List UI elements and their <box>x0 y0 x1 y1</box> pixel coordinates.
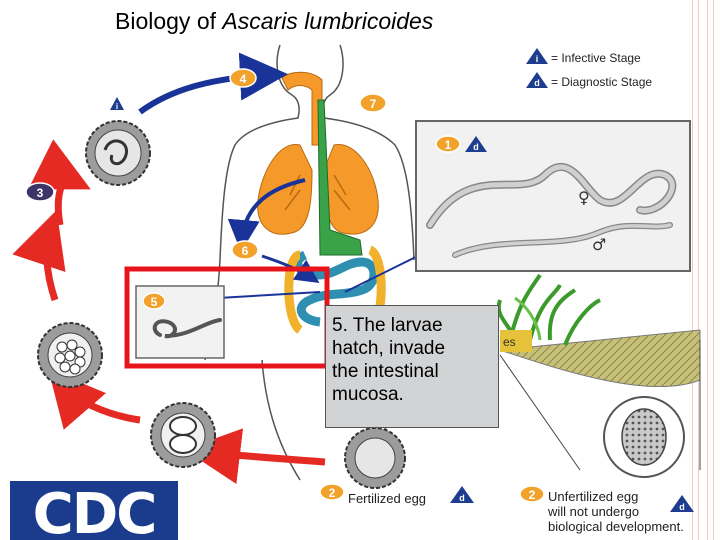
cycle-arrow-6-to-gut <box>261 254 320 283</box>
svg-text:Fertilized egg: Fertilized egg <box>348 491 426 506</box>
svg-text:1: 1 <box>445 138 452 152</box>
infective-egg <box>85 120 151 186</box>
cycle-arrow-3-to-i <box>28 139 91 226</box>
svg-text:i: i <box>536 54 539 64</box>
svg-text:Unfertilized egg: Unfertilized egg <box>548 489 638 504</box>
lungs <box>257 144 379 235</box>
svg-text:2: 2 <box>329 486 336 500</box>
airway <box>281 71 323 146</box>
svg-text:7: 7 <box>370 97 377 111</box>
fertilized-egg-caption: 2 Fertilized egg d <box>319 483 474 506</box>
svg-text:will not undergo: will not undergo <box>547 504 639 519</box>
svg-text:i: i <box>116 102 118 111</box>
soil-label-fragment: es <box>503 335 516 349</box>
legend-diagnostic-label: = Diagnostic Stage <box>551 75 652 89</box>
stage-6-badge: 6 <box>231 240 259 260</box>
svg-text:d: d <box>473 142 479 152</box>
pointer-line-larva <box>217 291 321 299</box>
larva-panel: 5 <box>135 285 225 359</box>
svg-text:2: 2 <box>529 488 536 502</box>
svg-text:d: d <box>679 502 685 512</box>
stage-4-badge: 4 <box>229 68 257 88</box>
unfertilized-egg-caption: 2 Unfertilized egg will not undergo biol… <box>519 485 694 534</box>
infective-badge-on-egg: i <box>110 97 124 111</box>
cycle-arrow-fertilized-to-embryo <box>184 428 326 484</box>
unfertilized-egg <box>603 396 685 478</box>
svg-text:3: 3 <box>37 186 44 200</box>
female-symbol: ♀ <box>578 188 590 207</box>
embryonated-egg-two-cell <box>150 402 216 468</box>
callout-text: 5. The larvae hatch, invade the intestin… <box>332 315 446 405</box>
slide-title: Biology of Ascaris lumbricoides <box>115 8 434 34</box>
svg-text:4: 4 <box>240 72 247 86</box>
svg-text:d: d <box>534 78 540 88</box>
svg-text:6: 6 <box>242 244 249 258</box>
svg-text:d: d <box>459 493 465 503</box>
soil-grass: es <box>496 273 701 471</box>
stage-3-badge: 3 <box>25 182 55 202</box>
legend: i = Infective Stage d = Diagnostic Stage <box>526 48 652 89</box>
cycle-arrow-to-6 <box>227 178 306 252</box>
slide-border-decoration <box>692 0 714 540</box>
male-symbol: ♂ <box>592 235 606 254</box>
stage-7-badge: 7 <box>359 93 387 113</box>
legend-infective-label: = Infective Stage <box>551 51 641 65</box>
svg-text:biological development.: biological development. <box>548 519 684 534</box>
stage-5-callout: 5. The larvae hatch, invade the intestin… <box>325 305 499 428</box>
embryonated-egg-morula <box>37 322 103 388</box>
cycle-arrow-egg-to-3 <box>12 210 66 302</box>
fertilized-egg <box>344 427 406 489</box>
svg-text:5: 5 <box>151 295 158 309</box>
svg-text:CDC: CDC <box>33 482 156 540</box>
cycle-arrow-egg2-to-egg3 <box>48 369 141 430</box>
adult-worms-panel: 1 d ♀ ♂ <box>415 120 691 272</box>
cdc-logo: CDC <box>10 481 178 540</box>
